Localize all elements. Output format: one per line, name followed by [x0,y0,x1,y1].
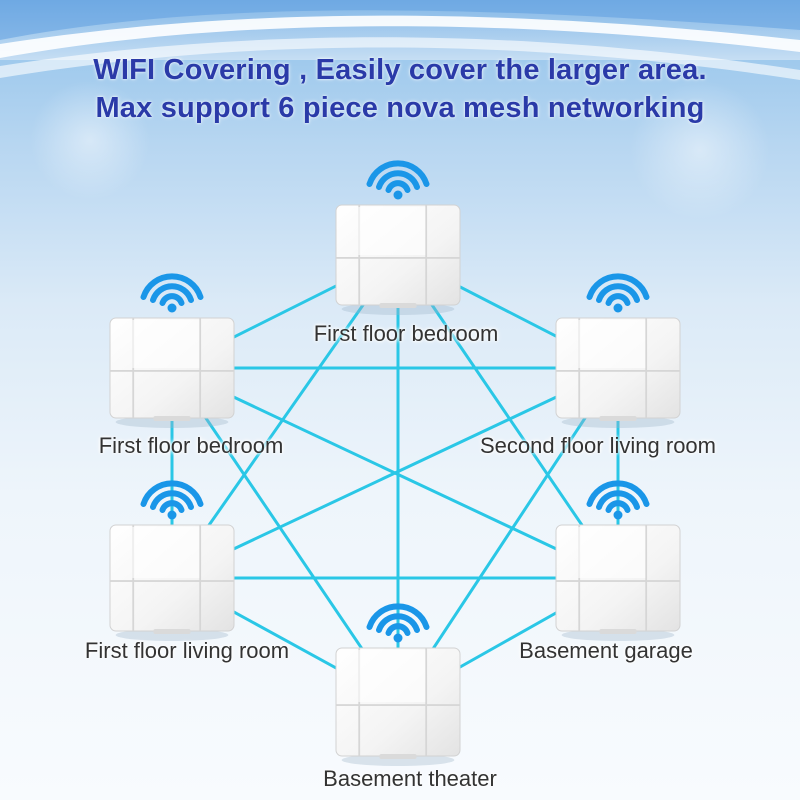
node-label-upper-right: Second floor living room [479,433,717,458]
mesh-router-cube-icon [109,317,235,428]
mesh-node-upper-right [555,273,681,428]
header-background [0,0,800,220]
mesh-devices [109,160,681,766]
mesh-router-cube-icon [555,317,681,428]
mesh-router-cube-icon [335,204,461,315]
mesh-node-upper-left [109,273,235,428]
mesh-router-cube-icon [555,524,681,641]
node-label-lower-right: Basement garage [519,638,693,663]
headline-line-2: Max support 6 piece nova mesh networking [95,92,705,124]
wifi-signal-icon [140,480,204,520]
node-label-lower-left: First floor living room [84,638,290,663]
node-label-top: First floor bedroom [313,321,499,346]
mesh-link-upper-right-bottom [396,366,620,704]
mesh-node-lower-right [555,480,681,641]
node-label-upper-left: First floor bedroom [98,433,284,458]
wifi-signal-icon [586,273,650,313]
mesh-link-upper-left-bottom [170,366,400,704]
mesh-router-cube-icon [109,524,235,641]
mesh-node-bottom [335,603,461,766]
mesh-link-top-lower-right [396,253,620,580]
mesh-router-cube-icon [335,647,461,766]
wifi-signal-icon [366,160,430,200]
mesh-link-upper-right-lower-left [170,366,620,580]
wifi-signal-icon [586,480,650,520]
headline-line-1: WIFI Covering , Easily cover the larger … [93,54,707,86]
mesh-node-lower-left [109,480,235,641]
wifi-signal-icon [140,273,204,313]
node-label-bottom: Basement theater [323,766,497,791]
wifi-signal-icon [366,603,430,643]
mesh-link-top-lower-left [170,253,400,580]
mesh-node-top [335,160,461,315]
